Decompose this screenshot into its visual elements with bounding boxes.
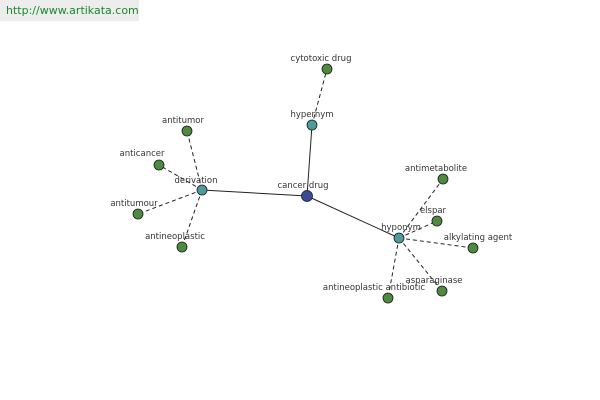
edge-hypernym-to-cytotoxic-drug — [311, 68, 328, 126]
label-antineoplastic-antibiotic: antineoplastic antibiotic — [323, 283, 426, 293]
label-antitumor: antitumor — [162, 116, 204, 126]
node-cancer-drug[interactable] — [301, 190, 313, 202]
label-alkylating-agent: alkylating agent — [444, 233, 513, 243]
node-antimetabolite[interactable] — [437, 173, 449, 185]
label-layer: cancer drug hypernym derivation hyponym cyto… — [110, 54, 513, 293]
node-antineoplastic[interactable] — [176, 241, 188, 253]
watermark-url[interactable]: http://www.artikata.com — [0, 0, 139, 21]
node-hyponym[interactable] — [393, 232, 405, 244]
label-cytotoxic-drug: cytotoxic drug — [291, 54, 352, 64]
label-antineoplastic: antineoplastic — [145, 232, 205, 242]
node-asparaginase[interactable] — [436, 285, 448, 297]
edge-derivation-to-antitumor — [186, 130, 203, 191]
label-elspar: elspar — [420, 206, 447, 216]
edge-cancer-drug-to-hyponym — [306, 195, 400, 239]
node-layer — [132, 63, 479, 304]
label-asparaginase: asparaginase — [406, 276, 463, 286]
label-derivation: derivation — [174, 176, 217, 186]
edge-derivation-to-antitumour — [137, 189, 203, 215]
node-elspar[interactable] — [431, 215, 443, 227]
node-cytotoxic-drug[interactable] — [321, 63, 333, 75]
node-hypernym[interactable] — [306, 119, 318, 131]
node-derivation[interactable] — [196, 184, 208, 196]
edge-hyponym-to-asparaginase — [398, 237, 443, 292]
node-antitumor[interactable] — [181, 125, 193, 137]
label-anticancer: anticancer — [120, 149, 165, 159]
edge-derivation-to-antineoplastic — [181, 189, 203, 248]
edge-cancer-drug-to-derivation — [201, 189, 308, 197]
edge-layer — [137, 68, 474, 299]
node-alkylating-agent[interactable] — [467, 242, 479, 254]
edge-derivation-to-anticancer — [158, 164, 203, 191]
label-hyponym: hyponym — [381, 223, 421, 233]
edge-cancer-drug-to-hypernym — [306, 124, 313, 197]
edge-hyponym-to-alkylating-agent — [398, 237, 474, 249]
node-anticancer[interactable] — [153, 159, 165, 171]
label-hypernym: hypernym — [290, 110, 333, 120]
label-antitumour: antitumour — [110, 199, 158, 209]
node-antitumour[interactable] — [132, 208, 144, 220]
edge-hyponym-to-antineoplastic-antibiotic — [387, 237, 400, 299]
label-cancer-drug: cancer drug — [277, 181, 328, 191]
label-antimetabolite: antimetabolite — [405, 164, 467, 174]
edge-hyponym-to-antimetabolite — [398, 178, 444, 239]
node-antineoplastic-antibiotic[interactable] — [382, 292, 394, 304]
